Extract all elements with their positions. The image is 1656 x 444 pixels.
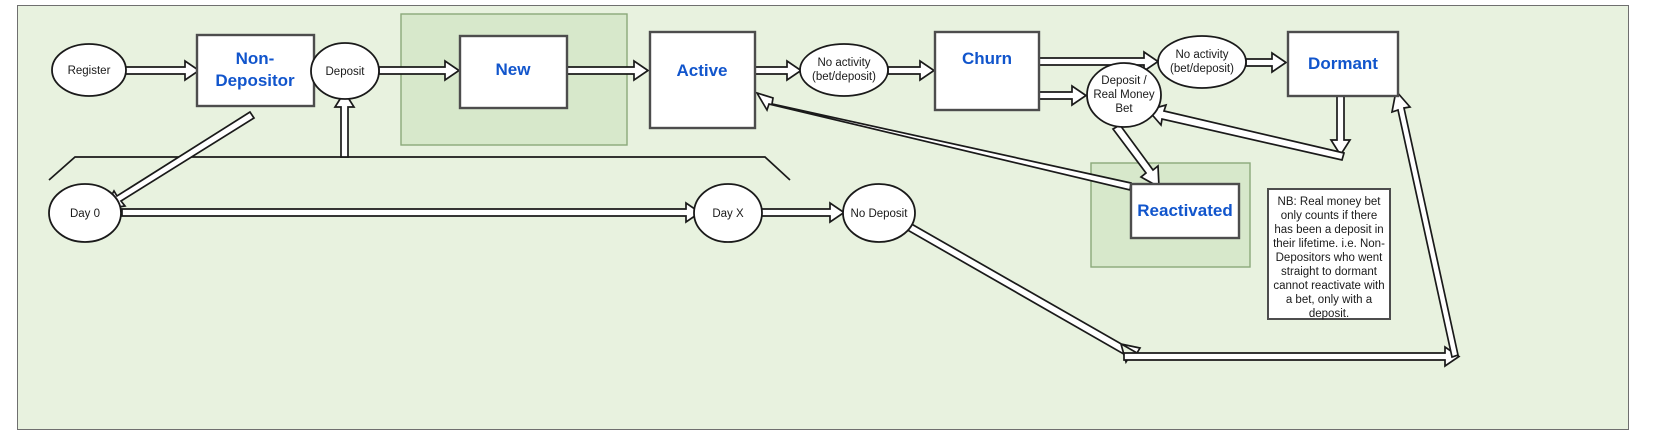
note-line-2: has been a deposit in	[1274, 224, 1383, 236]
node-churn[interactable]: Churn	[933, 30, 1041, 112]
churn-label: Churn	[962, 49, 1012, 68]
note-line-1: only counts if there	[1281, 210, 1378, 222]
note-line-5: straight to dormant	[1281, 266, 1378, 278]
edge-no-activity-1-to-churn	[887, 59, 936, 82]
note-line-3: their lifetime. i.e. Non-	[1273, 238, 1385, 250]
day-0-ellipse[interactable]	[48, 183, 122, 243]
bracket-line-day0-to-dayx	[48, 156, 791, 181]
edge-day-x-up-to-deposit	[333, 90, 356, 158]
reactivated-box[interactable]	[1129, 182, 1241, 240]
day-x-label: Day X	[712, 208, 744, 220]
note-line-6: cannot reactivate with	[1273, 280, 1384, 292]
node-deposit[interactable]: Deposit	[310, 42, 380, 100]
node-new[interactable]: New	[458, 34, 569, 110]
day-x-ellipse[interactable]	[693, 183, 763, 243]
edge-bottom-line-to-right	[1123, 345, 1461, 368]
day-0-label: Day 0	[70, 208, 100, 220]
edge-register-to-non-depositor	[124, 59, 201, 82]
note-real-money-bet: NB: Real money bet only counts if there …	[1267, 188, 1391, 320]
churn-box[interactable]	[933, 30, 1041, 112]
edge-churn-to-deposit-real-money-bet	[1038, 84, 1088, 107]
deposit-real-money-bet-ellipse[interactable]	[1086, 62, 1162, 128]
new-label: New	[496, 60, 532, 79]
edge-new-to-active	[566, 59, 650, 82]
deposit-real-money-bet-label-line1: Deposit /	[1101, 75, 1147, 87]
no-activity-1-label-line1: No activity	[817, 57, 870, 69]
no-activity-2-ellipse[interactable]	[1157, 35, 1247, 89]
no-activity-1-label-line2: (bet/deposit)	[812, 71, 876, 83]
node-day-0[interactable]: Day 0	[48, 183, 122, 243]
node-no-activity-1[interactable]: No activity (bet/deposit)	[799, 43, 889, 97]
node-dormant[interactable]: Dormant	[1286, 30, 1400, 98]
dormant-box[interactable]	[1286, 30, 1400, 98]
edge-deposit-bet-to-reactivated	[1111, 123, 1160, 189]
note-box	[1267, 188, 1391, 320]
note-line-7: a bet, only with a	[1286, 294, 1373, 306]
edge-day-x-to-no-deposit	[759, 201, 846, 224]
edge-non-depositor-to-day-0	[102, 110, 256, 211]
edge-deposit-to-new	[378, 59, 461, 82]
register-label: Register	[68, 65, 111, 77]
no-deposit-ellipse[interactable]	[842, 183, 916, 243]
edge-active-to-no-activity-1	[754, 59, 803, 82]
node-day-x[interactable]: Day X	[693, 183, 763, 243]
deposit-real-money-bet-label-line2: Real Money	[1093, 89, 1155, 101]
note-line-4: Depositors who went	[1276, 252, 1384, 264]
edge-dormant-down-arrow	[1329, 95, 1352, 157]
new-box[interactable]	[458, 34, 569, 110]
no-activity-1-ellipse[interactable]	[799, 43, 889, 97]
deposit-real-money-bet-label-line3: Bet	[1115, 103, 1133, 115]
no-activity-2-label-line1: No activity	[1175, 49, 1228, 61]
note-line-8: deposit.	[1309, 308, 1349, 320]
node-no-deposit[interactable]: No Deposit	[842, 183, 916, 243]
edge-dormant-to-deposit-bet	[1146, 103, 1346, 162]
node-reactivated[interactable]: Reactivated	[1129, 182, 1241, 240]
no-activity-2-label-line2: (bet/deposit)	[1170, 63, 1234, 75]
node-non-depositor[interactable]: Non- Depositor	[195, 33, 316, 108]
non-depositor-label-line2: Depositor	[215, 71, 295, 90]
reactivated-label: Reactivated	[1137, 201, 1232, 220]
non-depositor-label-line1: Non-	[236, 49, 275, 68]
node-register[interactable]: Register	[51, 43, 127, 97]
note-line-0: NB: Real money bet	[1278, 196, 1382, 208]
active-label: Active	[676, 61, 727, 80]
edge-bottom-right-up-to-dormant	[1390, 89, 1459, 359]
non-depositor-box[interactable]	[195, 33, 316, 108]
dormant-label: Dormant	[1308, 54, 1378, 73]
deposit-label: Deposit	[326, 66, 366, 78]
node-no-activity-2[interactable]: No activity (bet/deposit)	[1157, 35, 1247, 89]
edge-day-0-to-day-x	[121, 201, 702, 224]
deposit-ellipse[interactable]	[310, 42, 380, 100]
edge-no-activity-2-to-dormant	[1245, 51, 1288, 74]
node-deposit-real-money-bet[interactable]: Deposit / Real Money Bet	[1086, 62, 1162, 128]
edge-churn-to-no-activity-2	[1038, 50, 1160, 73]
node-active[interactable]: Active	[648, 30, 757, 130]
no-deposit-label: No Deposit	[851, 208, 909, 220]
edge-reactivated-to-active	[755, 91, 1132, 192]
register-ellipse[interactable]	[51, 43, 127, 97]
active-box[interactable]	[648, 30, 757, 130]
